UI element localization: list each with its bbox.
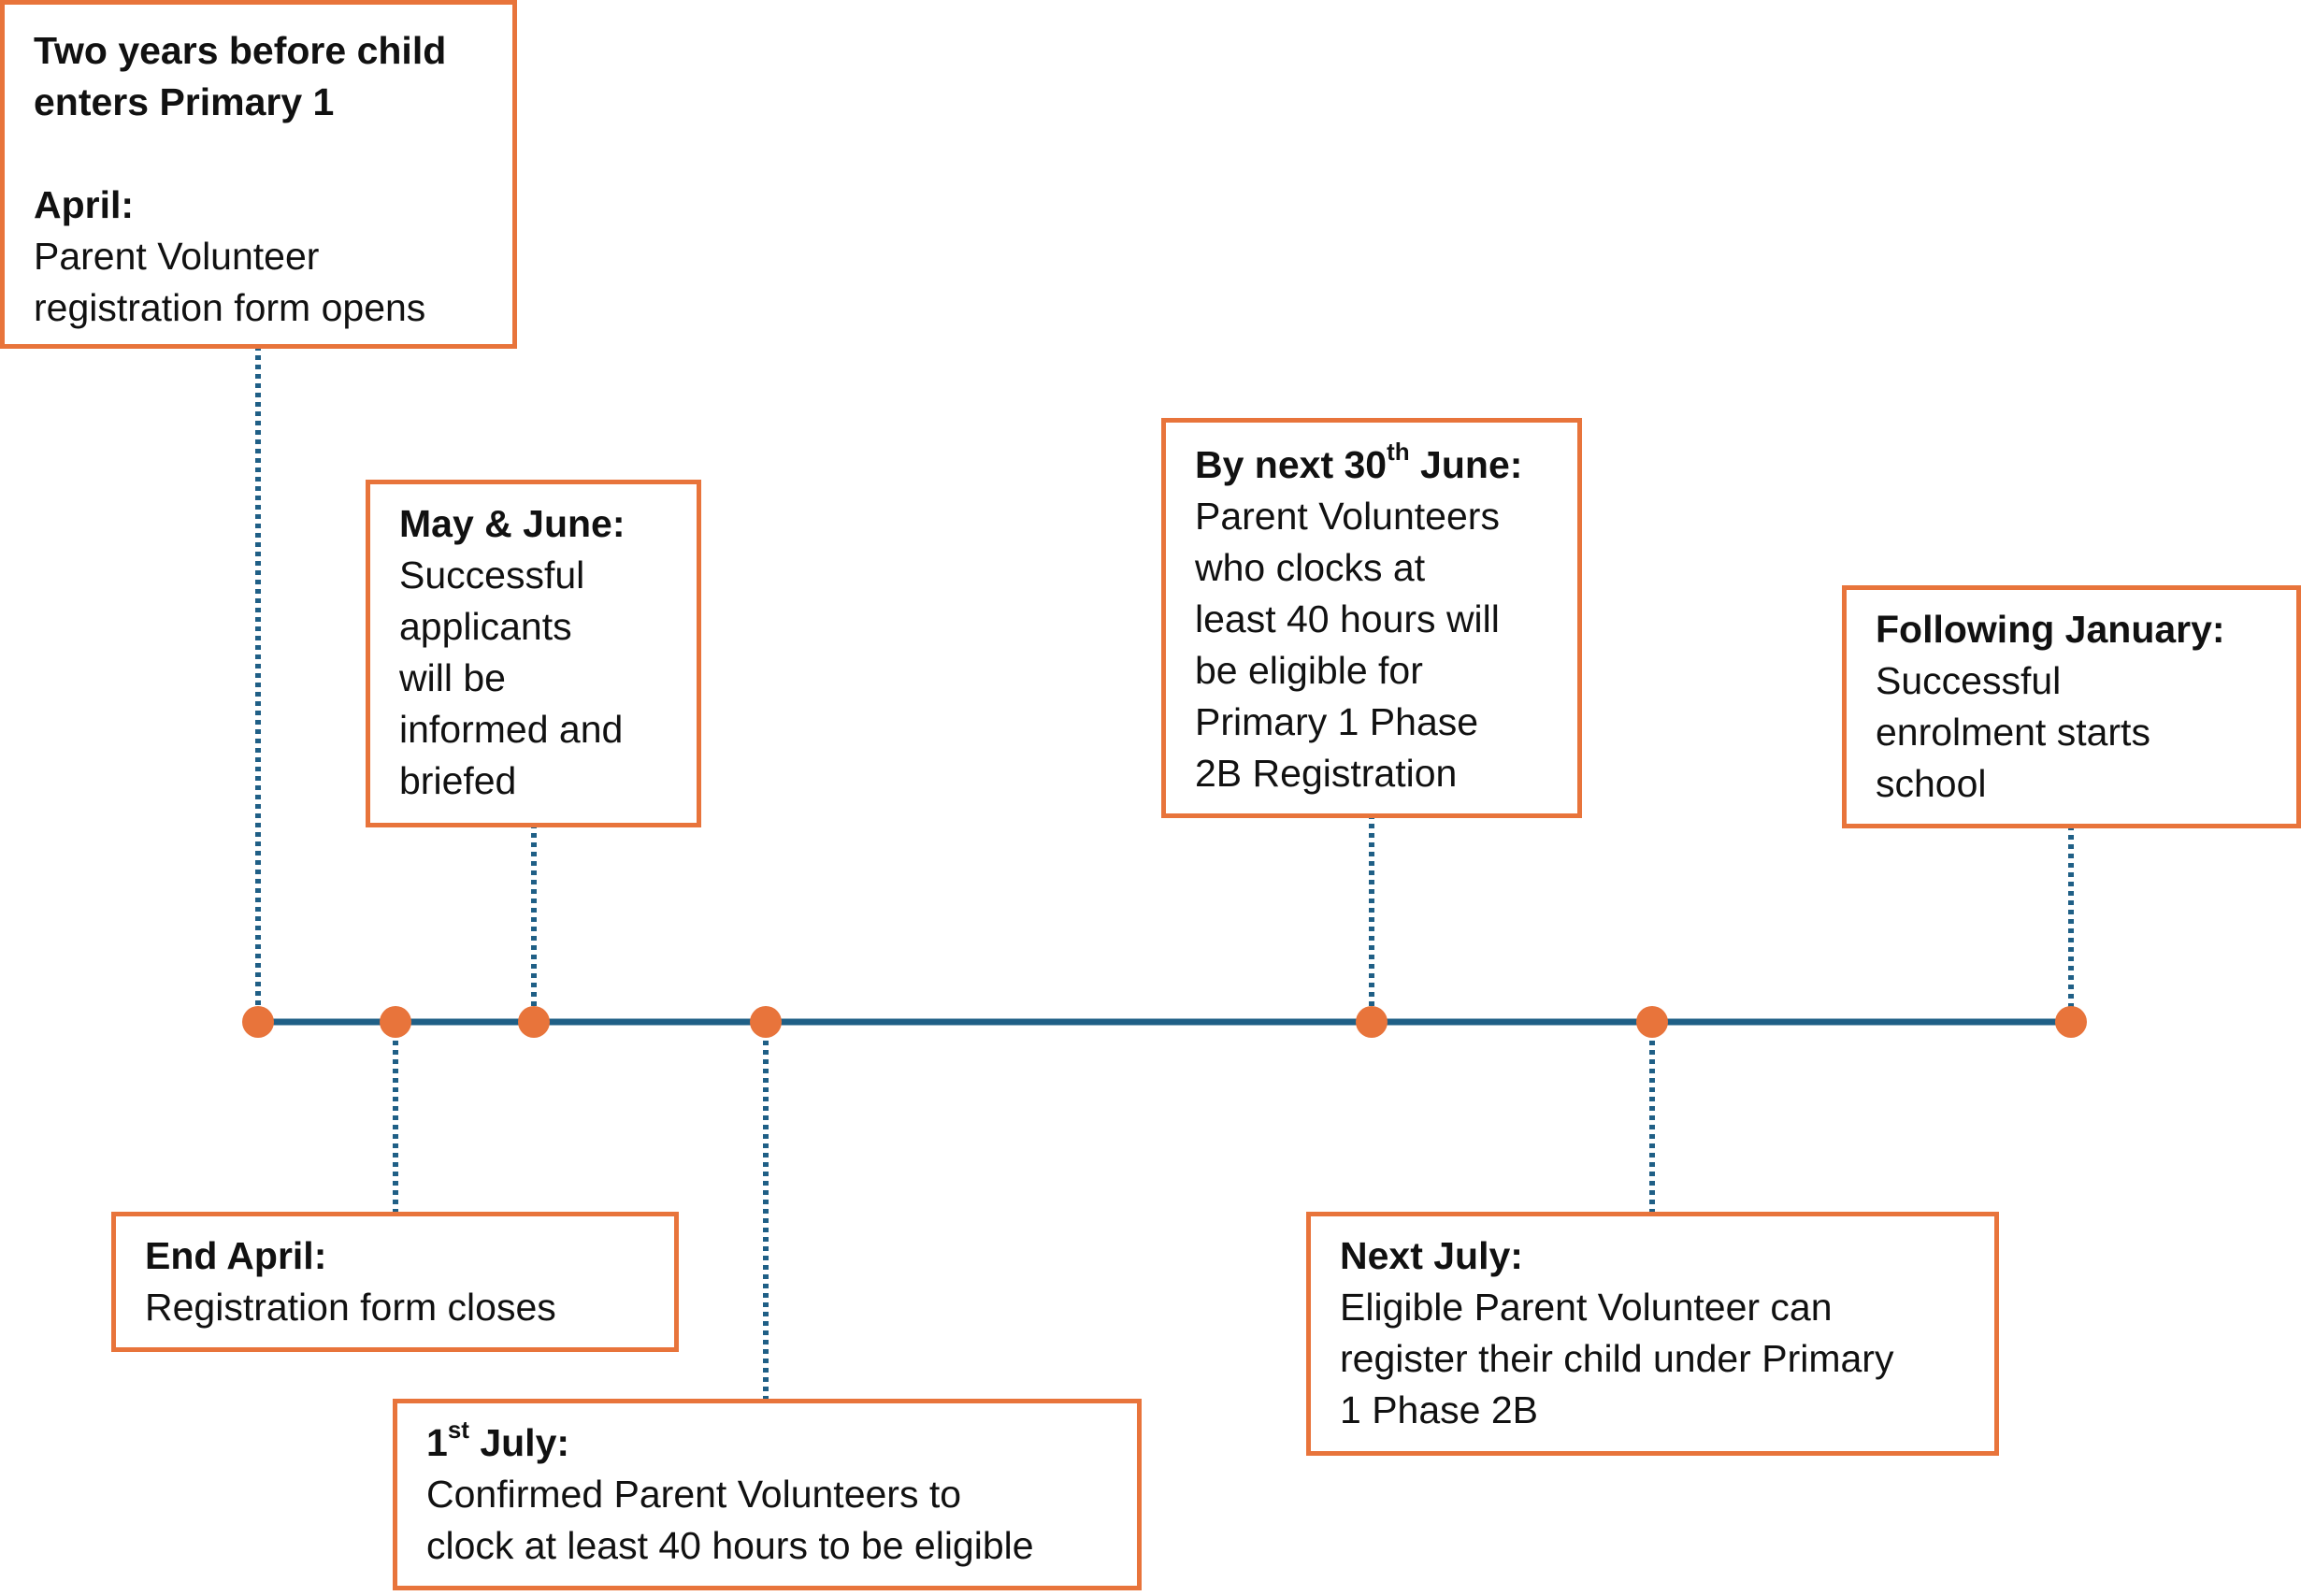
event-text: applicants [399,605,572,648]
event-text: Successful [1876,659,2062,702]
timeline-marker-next-30-june [1356,1006,1388,1038]
event-text: clock at least 40 hours to be eligible [426,1524,1034,1567]
event-text: registration form opens [34,286,426,329]
event-text: Successful [399,554,585,597]
event-pre-heading: enters Primary 1 [34,80,335,123]
event-text: register their child under Primary [1340,1337,1894,1380]
timeline-marker-first-july [750,1006,782,1038]
timeline-marker-may-june [518,1006,550,1038]
event-heading: Following January: [1876,608,2225,651]
event-text: Primary 1 Phase [1195,700,1479,743]
event-box-next-30-june: By next 30th June: Parent Volunteers who… [1161,418,1582,818]
timeline-marker-end-april [380,1006,411,1038]
event-text: informed and [399,708,624,751]
event-text: Registration form closes [145,1286,556,1329]
event-heading: Next July: [1340,1234,1523,1277]
event-text: who clocks at [1195,546,1426,589]
event-box-following-january: Following January: Successful enrolment … [1842,585,2301,828]
event-text: 2B Registration [1195,752,1458,795]
event-text: least 40 hours will [1195,597,1500,640]
event-box-end-april: End April: Registration form closes [111,1212,679,1352]
event-heading: End April: [145,1234,327,1277]
event-text: Confirmed Parent Volunteers to [426,1473,962,1516]
timeline-marker-next-july [1636,1006,1668,1038]
event-text: school [1876,762,1987,805]
timeline-marker-following-january [2055,1006,2087,1038]
event-box-april: Two years before child enters Primary 1 … [0,0,517,349]
event-box-may-june: May & June: Successful applicants will b… [366,480,701,827]
event-text: Parent Volunteers [1195,495,1500,538]
event-text: enrolment starts [1876,711,2150,754]
event-box-first-july: 1st July: Confirmed Parent Volunteers to… [393,1399,1142,1590]
event-text: Eligible Parent Volunteer can [1340,1286,1833,1329]
event-text: will be [399,656,506,699]
event-heading: 1st July: [426,1416,570,1464]
event-box-next-july: Next July: Eligible Parent Volunteer can… [1306,1212,1999,1456]
event-text: Parent Volunteer [34,235,320,278]
event-heading: May & June: [399,502,626,545]
timeline-marker-april [242,1006,274,1038]
event-pre-heading: Two years before child [34,29,447,72]
event-text: 1 Phase 2B [1340,1388,1538,1431]
event-text: be eligible for [1195,649,1423,692]
event-heading: By next 30th June: [1195,438,1523,486]
event-heading: April: [34,183,135,226]
event-text: briefed [399,759,517,802]
